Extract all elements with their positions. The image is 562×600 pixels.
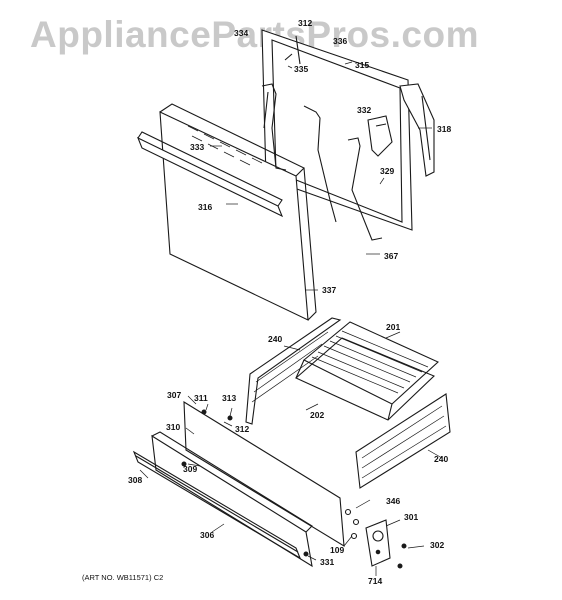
callout-307: 307 (167, 390, 182, 400)
callout-346: 346 (386, 496, 401, 506)
callout-201: 201 (386, 322, 401, 332)
broiler-pan (294, 321, 439, 421)
callout-316: 316 (198, 202, 213, 212)
drawer-side-panel-right (355, 393, 451, 489)
drawer-side-panel-left (245, 317, 342, 425)
upper-leader-lines (210, 61, 432, 291)
callout-302: 302 (430, 540, 445, 550)
door-hinge-bracket (367, 115, 393, 157)
callout-312-lower: 312 (235, 424, 250, 434)
door-inner-frame (261, 29, 413, 231)
callout-109: 109 (330, 545, 345, 555)
callout-240-right: 240 (434, 454, 449, 464)
callout-301: 301 (404, 512, 419, 522)
callout-329: 329 (380, 166, 395, 176)
callout-335: 335 (294, 64, 309, 74)
callout-332: 332 (357, 105, 372, 115)
callout-202: 202 (310, 410, 325, 420)
watermark: AppliancePartsPros.com (30, 14, 479, 55)
callout-331: 331 (320, 557, 335, 567)
callout-306: 306 (200, 530, 215, 540)
callout-308: 308 (128, 475, 143, 485)
callout-337: 337 (322, 285, 337, 295)
art-number: (ART NO. WB11571) C2 (82, 573, 164, 582)
callout-312-top: 312 (298, 18, 313, 28)
screws-hardware (181, 409, 407, 569)
callout-315: 315 (355, 60, 370, 70)
callout-309: 309 (183, 464, 198, 474)
callout-310: 310 (166, 422, 181, 432)
callout-334: 334 (234, 28, 249, 38)
callout-336: 336 (333, 36, 348, 46)
callout-318: 318 (437, 124, 452, 134)
door-hinge-rods (261, 83, 383, 241)
callout-333: 333 (190, 142, 205, 152)
callout-240-left: 240 (268, 334, 283, 344)
callout-311: 311 (194, 393, 208, 403)
lower-leader-lines (139, 331, 443, 576)
callout-313: 313 (222, 393, 237, 403)
drawer-roller-bracket (365, 519, 391, 567)
callout-367: 367 (384, 251, 399, 261)
callout-714: 714 (368, 576, 383, 586)
oven-door-panel (136, 103, 317, 321)
